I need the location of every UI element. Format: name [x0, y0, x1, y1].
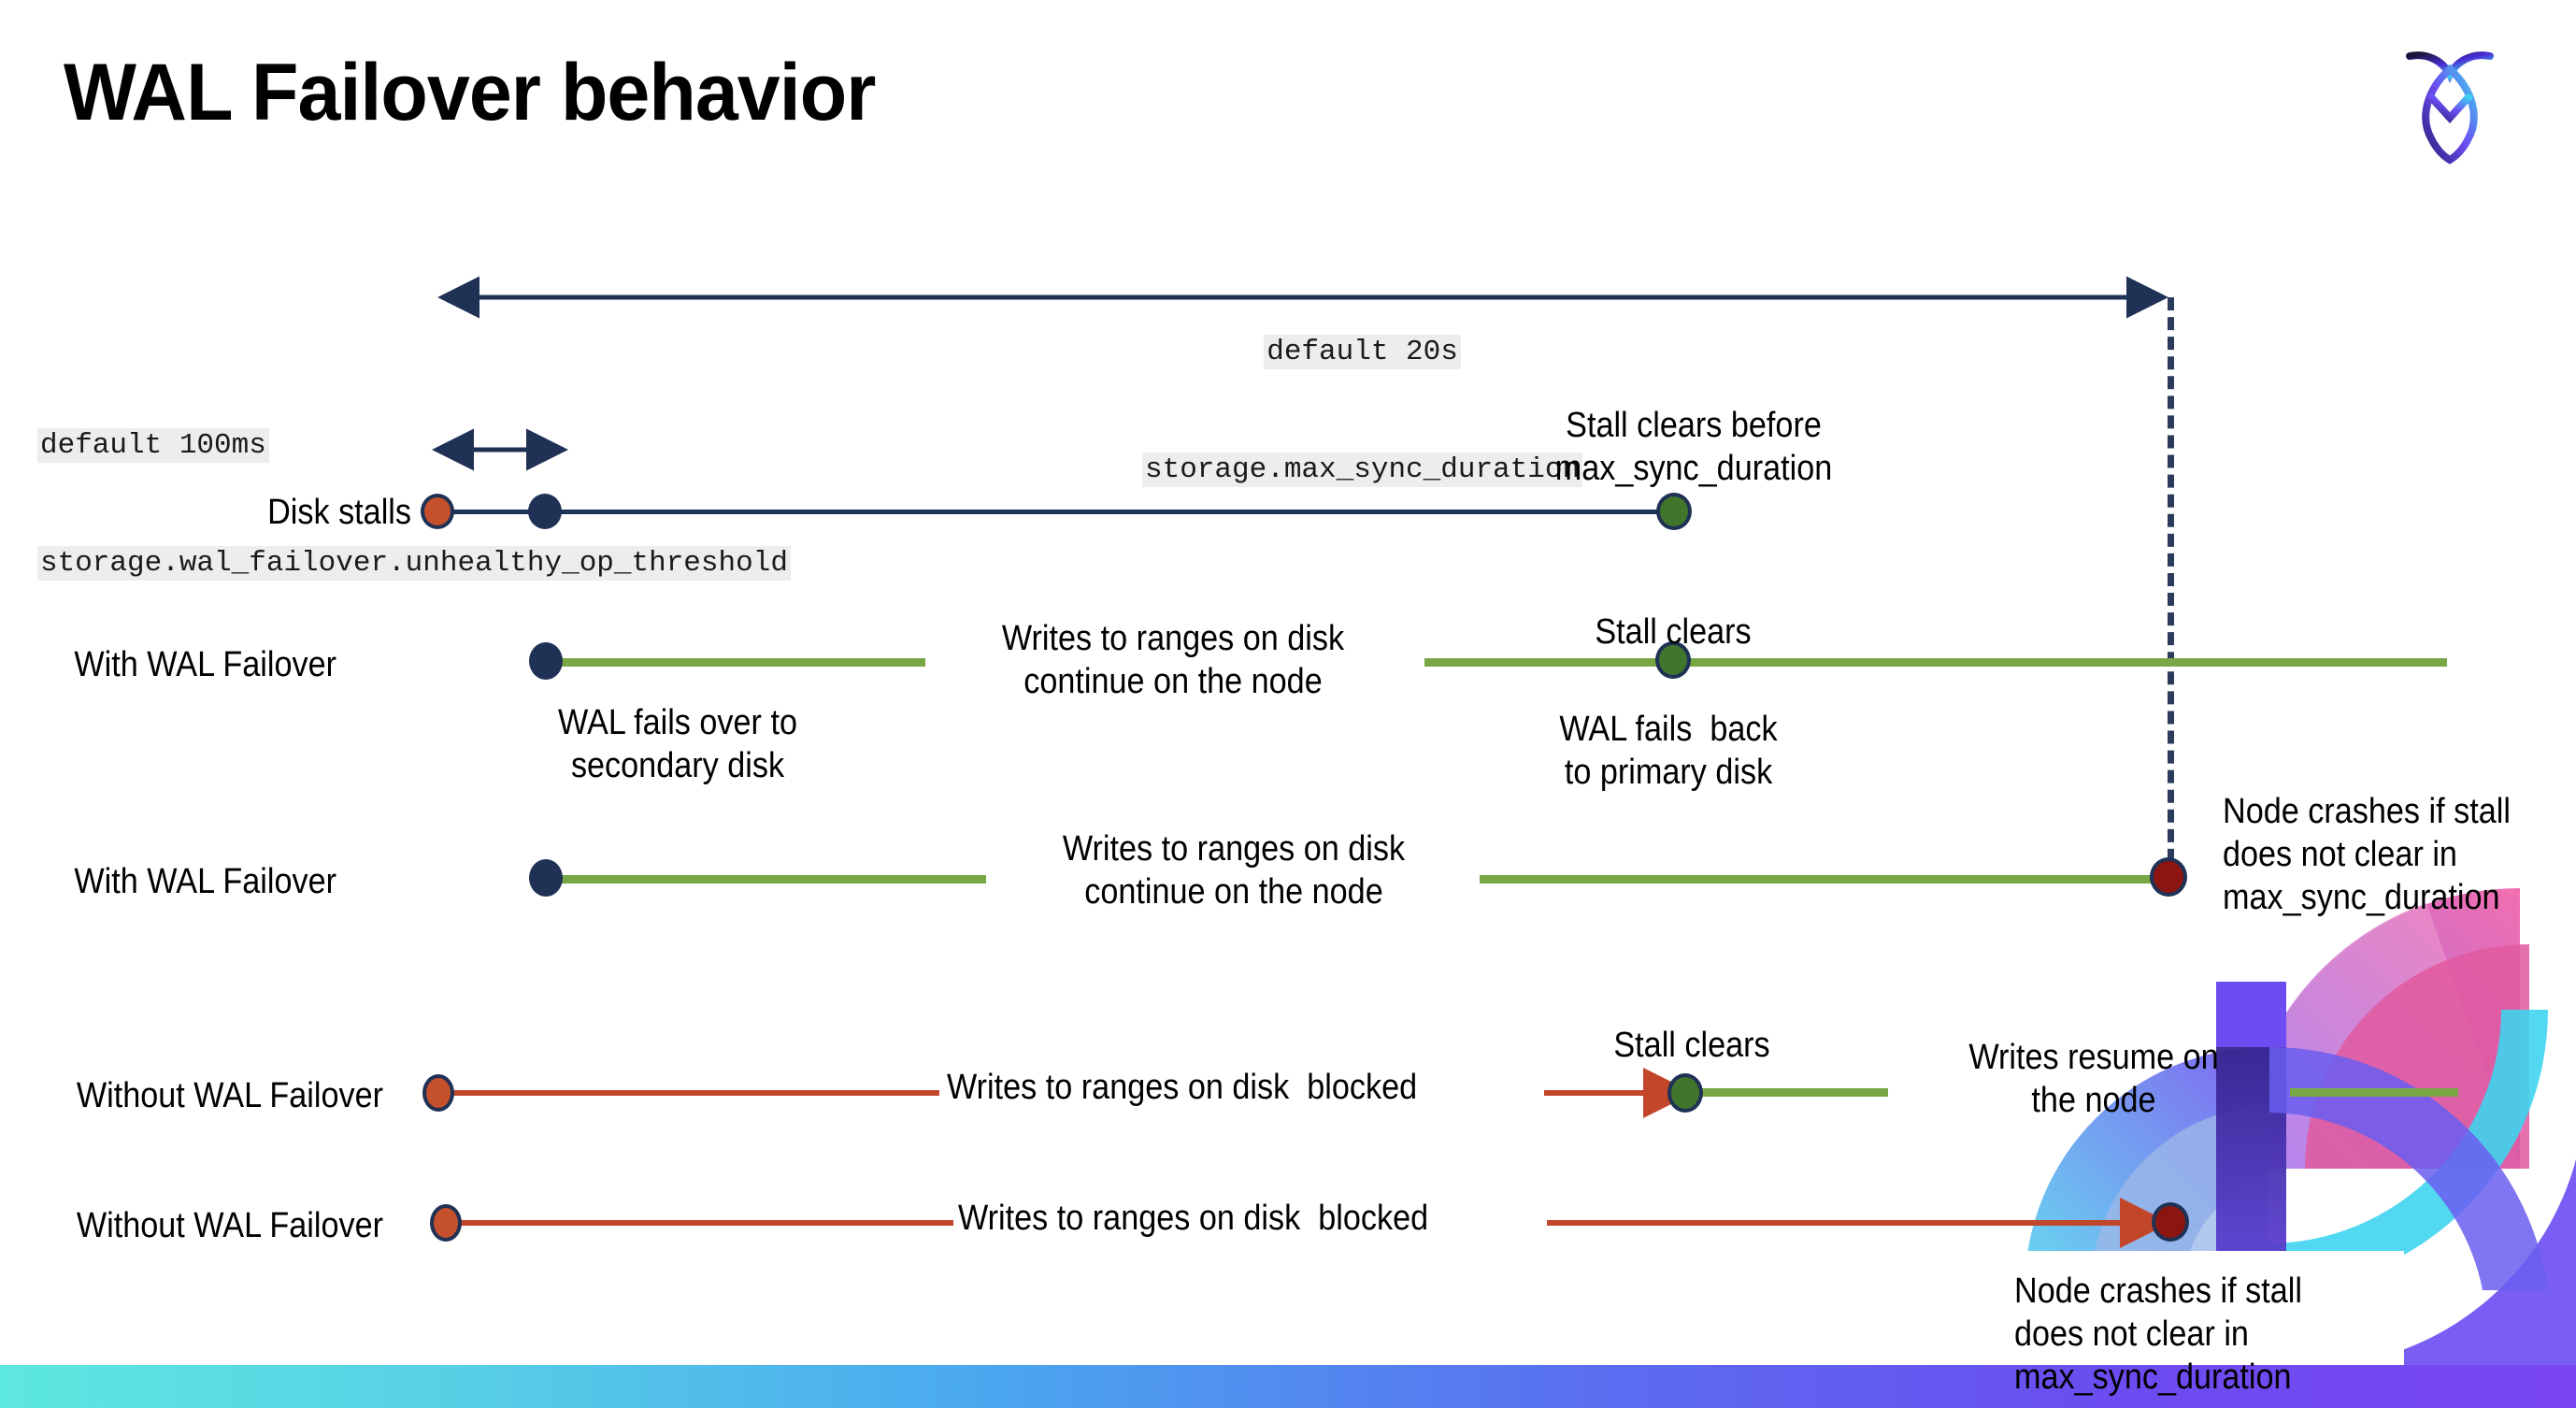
max-sync-setting-label: storage.max_sync_duration [1142, 453, 1583, 487]
row5-stall-start-dot [430, 1204, 462, 1242]
unhealthy-op-threshold-annotation: default 100ms storage.wal_failover.unhea… [37, 348, 791, 662]
row2-failover-dot [529, 642, 563, 680]
row3-failover-dot [529, 859, 563, 897]
max-sync-duration-guide-line [2168, 297, 2174, 882]
row4-timeline-blocked [439, 1090, 939, 1096]
bottom-gradient-bar [0, 1365, 2576, 1408]
row3-timeline-seg-a [547, 875, 986, 884]
row2-stall-clears-dot [1655, 641, 1691, 679]
unhealthy-op-setting-label: storage.wal_failover.unhealthy_op_thresh… [37, 546, 791, 581]
page-title: WAL Failover behavior [64, 48, 876, 137]
row-label-with-wal-failover-1: With WAL Failover [74, 645, 336, 684]
row4-stall-clears-dot [1667, 1073, 1703, 1113]
row4-note-writes-resume: Writes resume on the node [1968, 1038, 2219, 1120]
unhealthy-op-default-label: default 100ms [37, 428, 269, 463]
row5-note-writes-blocked: Writes to ranges on disk blocked [958, 1199, 1429, 1238]
row1-timeline [439, 510, 1687, 514]
row5-note-node-crashes: Node crashes if stall does not clear in … [2014, 1272, 2302, 1397]
row3-timeline-seg-b [1480, 875, 2176, 884]
cockroach-logo-icon [2389, 28, 2511, 168]
row-label-without-wal-failover-1: Without WAL Failover [76, 1076, 383, 1115]
row-label-with-wal-failover-2: With WAL Failover [74, 862, 336, 901]
row3-note-node-crashes: Node crashes if stall does not clear in … [2223, 792, 2511, 917]
row1-stall-start-dot [421, 494, 454, 529]
row-label-disk-stalls: Disk stalls [267, 493, 411, 532]
row2-note-wal-fails-over: WAL fails over to secondary disk [558, 703, 797, 785]
row2-note-wal-fails-back: WAL fails back to primary disk [1559, 710, 1778, 792]
row2-note-stall-clears: Stall clears [1595, 612, 1752, 652]
max-sync-duration-annotation: default 20s storage.max_sync_duration [1142, 254, 1583, 568]
row4-timeline-resumed-b [2290, 1088, 2458, 1097]
row4-note-stall-clears: Stall clears [1613, 1026, 1770, 1065]
row-label-without-wal-failover-2: Without WAL Failover [76, 1206, 383, 1245]
row3-note-writes-continue: Writes to ranges on disk continue on the… [1062, 829, 1406, 912]
row5-timeline-blocked [449, 1220, 953, 1226]
row4-stall-start-dot [422, 1074, 454, 1112]
row2-note-writes-continue: Writes to ranges on disk continue on the… [1001, 619, 1345, 701]
row1-stall-clears-dot [1656, 493, 1692, 530]
row4-note-writes-blocked: Writes to ranges on disk blocked [947, 1068, 1418, 1107]
row2-timeline-seg-b [1424, 658, 2447, 667]
row5-node-crash-dot [2152, 1202, 2189, 1242]
row1-note-stall-clears-before: Stall clears before max_sync_duration [1554, 406, 1833, 488]
row1-threshold-dot [528, 494, 562, 529]
row2-timeline-seg-a [547, 658, 925, 667]
max-sync-default-label: default 20s [1264, 335, 1461, 369]
row3-node-crash-dot [2150, 857, 2187, 897]
row4-timeline-resumed-a [1692, 1088, 1888, 1097]
